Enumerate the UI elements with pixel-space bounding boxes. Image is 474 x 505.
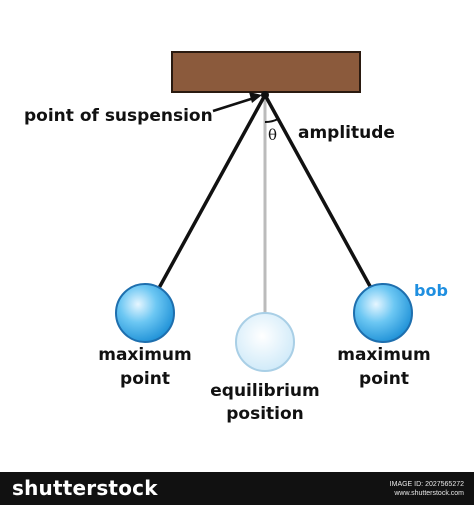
site-url-text: www.shutterstock.com: [394, 490, 464, 497]
amplitude-arc: [264, 118, 279, 124]
position-label: position: [226, 404, 304, 424]
amplitude-label: amplitude: [298, 123, 395, 143]
watermark-footer: shutterstock IMAGE ID: 2027565272 www.sh…: [0, 472, 474, 505]
left-string: [157, 94, 267, 289]
right-bob: [353, 283, 413, 343]
right-string: [263, 94, 373, 289]
suspension-pivot: [261, 91, 269, 99]
bob-label: bob: [414, 281, 448, 300]
image-id-info: IMAGE ID: 2027565272 www.shutterstock.co…: [390, 480, 464, 498]
left-point-label: point: [120, 369, 170, 389]
right-maximum-label: maximum: [337, 345, 431, 365]
point-of-suspension-label: point of suspension: [24, 106, 213, 126]
suspension-arrow-line: [212, 96, 255, 113]
image-id-text: IMAGE ID: 2027565272: [389, 481, 464, 488]
equilibrium-label: equilibrium: [210, 381, 319, 401]
right-point-label: point: [359, 369, 409, 389]
support-beam: [171, 51, 361, 93]
equilibrium-bob: [235, 312, 295, 372]
shutterstock-logo: shutterstock: [12, 476, 158, 500]
left-bob: [115, 283, 175, 343]
suspension-arrowhead: [249, 92, 262, 103]
theta-label: θ: [268, 126, 277, 144]
left-maximum-label: maximum: [98, 345, 192, 365]
